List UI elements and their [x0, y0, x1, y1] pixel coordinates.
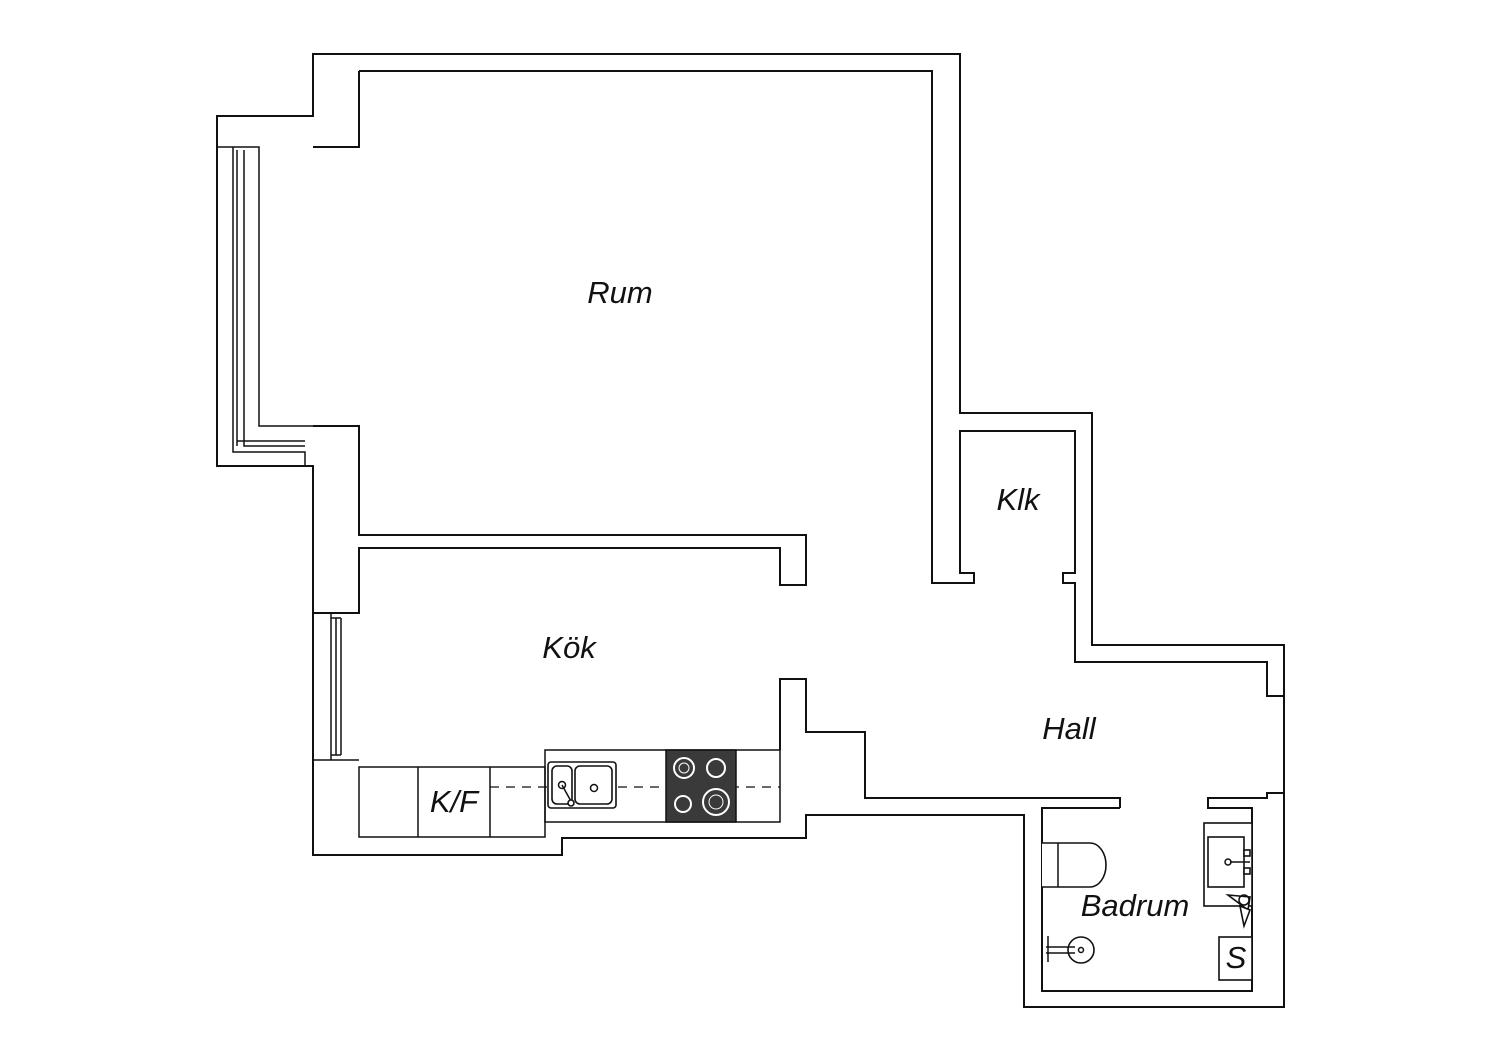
kok-hall-wall — [779, 678, 1121, 808]
room-label-kok: Kök — [542, 630, 597, 665]
shower-marker-label: S — [1226, 940, 1247, 975]
wash-basin — [1203, 822, 1253, 907]
toilet — [1042, 842, 1107, 888]
room-label-klk: Klk — [996, 482, 1041, 517]
exterior-walls — [216, 53, 1285, 1008]
window-kok — [313, 612, 359, 761]
badrum-walls — [1041, 792, 1284, 992]
window-rum — [217, 146, 313, 466]
rum-walls — [313, 70, 1284, 697]
shower-marker-box — [1218, 936, 1253, 981]
kitchen-sink — [547, 761, 617, 809]
room-label-rum: Rum — [587, 275, 652, 310]
kitchen-counter — [358, 749, 781, 838]
stove-top — [665, 749, 737, 823]
fridge-freezer-label: K/F — [430, 784, 480, 819]
room-label-hall: Hall — [1042, 711, 1097, 746]
room-label-badrum: Badrum — [1081, 888, 1190, 923]
floor-drain — [1046, 936, 1095, 964]
shower-fitting — [1225, 893, 1252, 929]
